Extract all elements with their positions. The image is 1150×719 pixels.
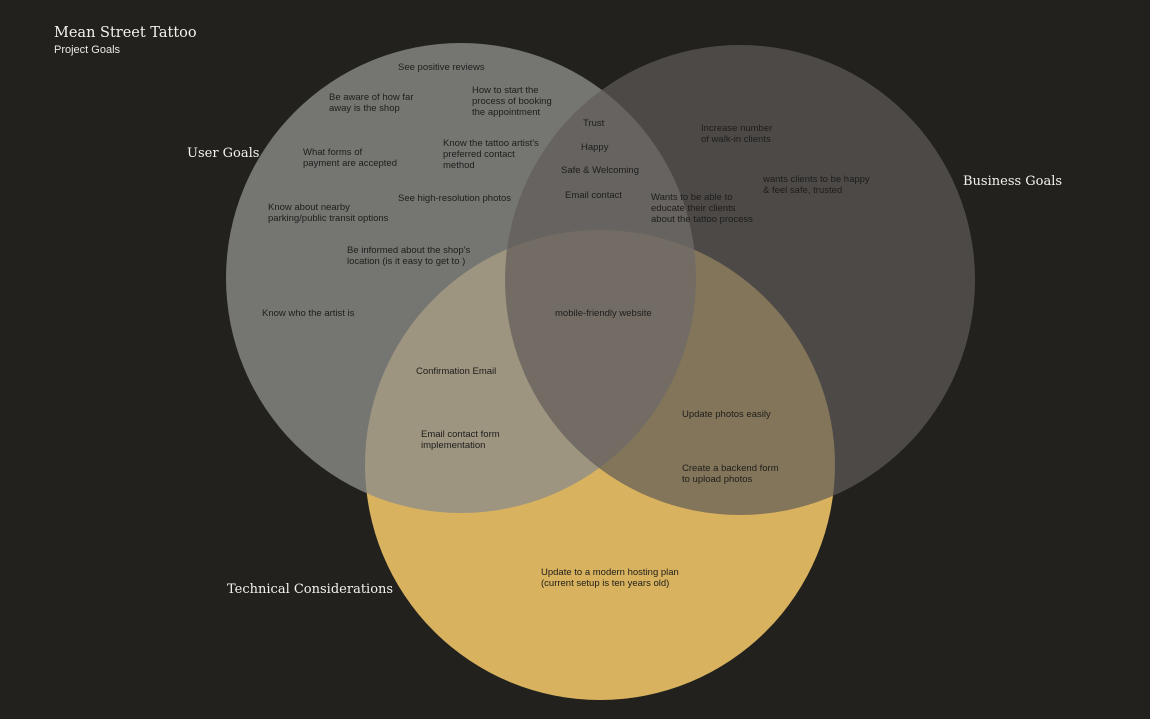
item-hosting-plan: Update to a modern hosting plan (current… bbox=[541, 567, 679, 589]
item-location: Be informed about the shop's location (i… bbox=[347, 245, 471, 267]
user-goals-label: User Goals bbox=[187, 146, 260, 161]
item-payment: What forms of payment are accepted bbox=[303, 147, 398, 169]
item-confirmation-email: Confirmation Email bbox=[416, 366, 497, 377]
item-educate-clients: Wants to be able to educate their client… bbox=[651, 192, 753, 225]
item-safe-welcoming: Safe & Welcoming bbox=[561, 165, 639, 176]
business-goals-circle bbox=[505, 45, 975, 515]
item-update-photos: Update photos easily bbox=[682, 409, 771, 420]
item-positive-reviews: See positive reviews bbox=[398, 62, 485, 73]
business-goals-label: Business Goals bbox=[963, 174, 1063, 189]
item-walkin-clients: Increase number of walk-in clients bbox=[701, 123, 773, 145]
item-email-contact-form: Email contact form implementation bbox=[421, 429, 500, 451]
diagram-subtitle: Project Goals bbox=[54, 44, 121, 56]
item-booking-process: How to start the process of booking the … bbox=[472, 85, 552, 118]
item-artist: Know who the artist is bbox=[262, 308, 355, 319]
item-clients-happy: wants clients to be happy & feel safe, t… bbox=[763, 174, 870, 196]
item-distance: Be aware of how far away is the shop bbox=[329, 92, 414, 114]
item-trust: Trust bbox=[583, 118, 605, 129]
item-mobile-friendly: mobile-friendly website bbox=[555, 308, 652, 319]
item-backend-form: Create a backend form to upload photos bbox=[682, 463, 779, 485]
item-contact-method: Know the tattoo artist's preferred conta… bbox=[443, 138, 539, 171]
item-hires-photos: See high-resolution photos bbox=[398, 193, 512, 204]
technical-considerations-label: Technical Considerations bbox=[227, 582, 394, 597]
item-email-contact: Email contact bbox=[565, 190, 623, 201]
diagram-title: Mean Street Tattoo bbox=[54, 25, 197, 41]
item-parking: Know about nearby parking/public transit… bbox=[268, 202, 389, 224]
item-happy: Happy bbox=[581, 142, 609, 153]
